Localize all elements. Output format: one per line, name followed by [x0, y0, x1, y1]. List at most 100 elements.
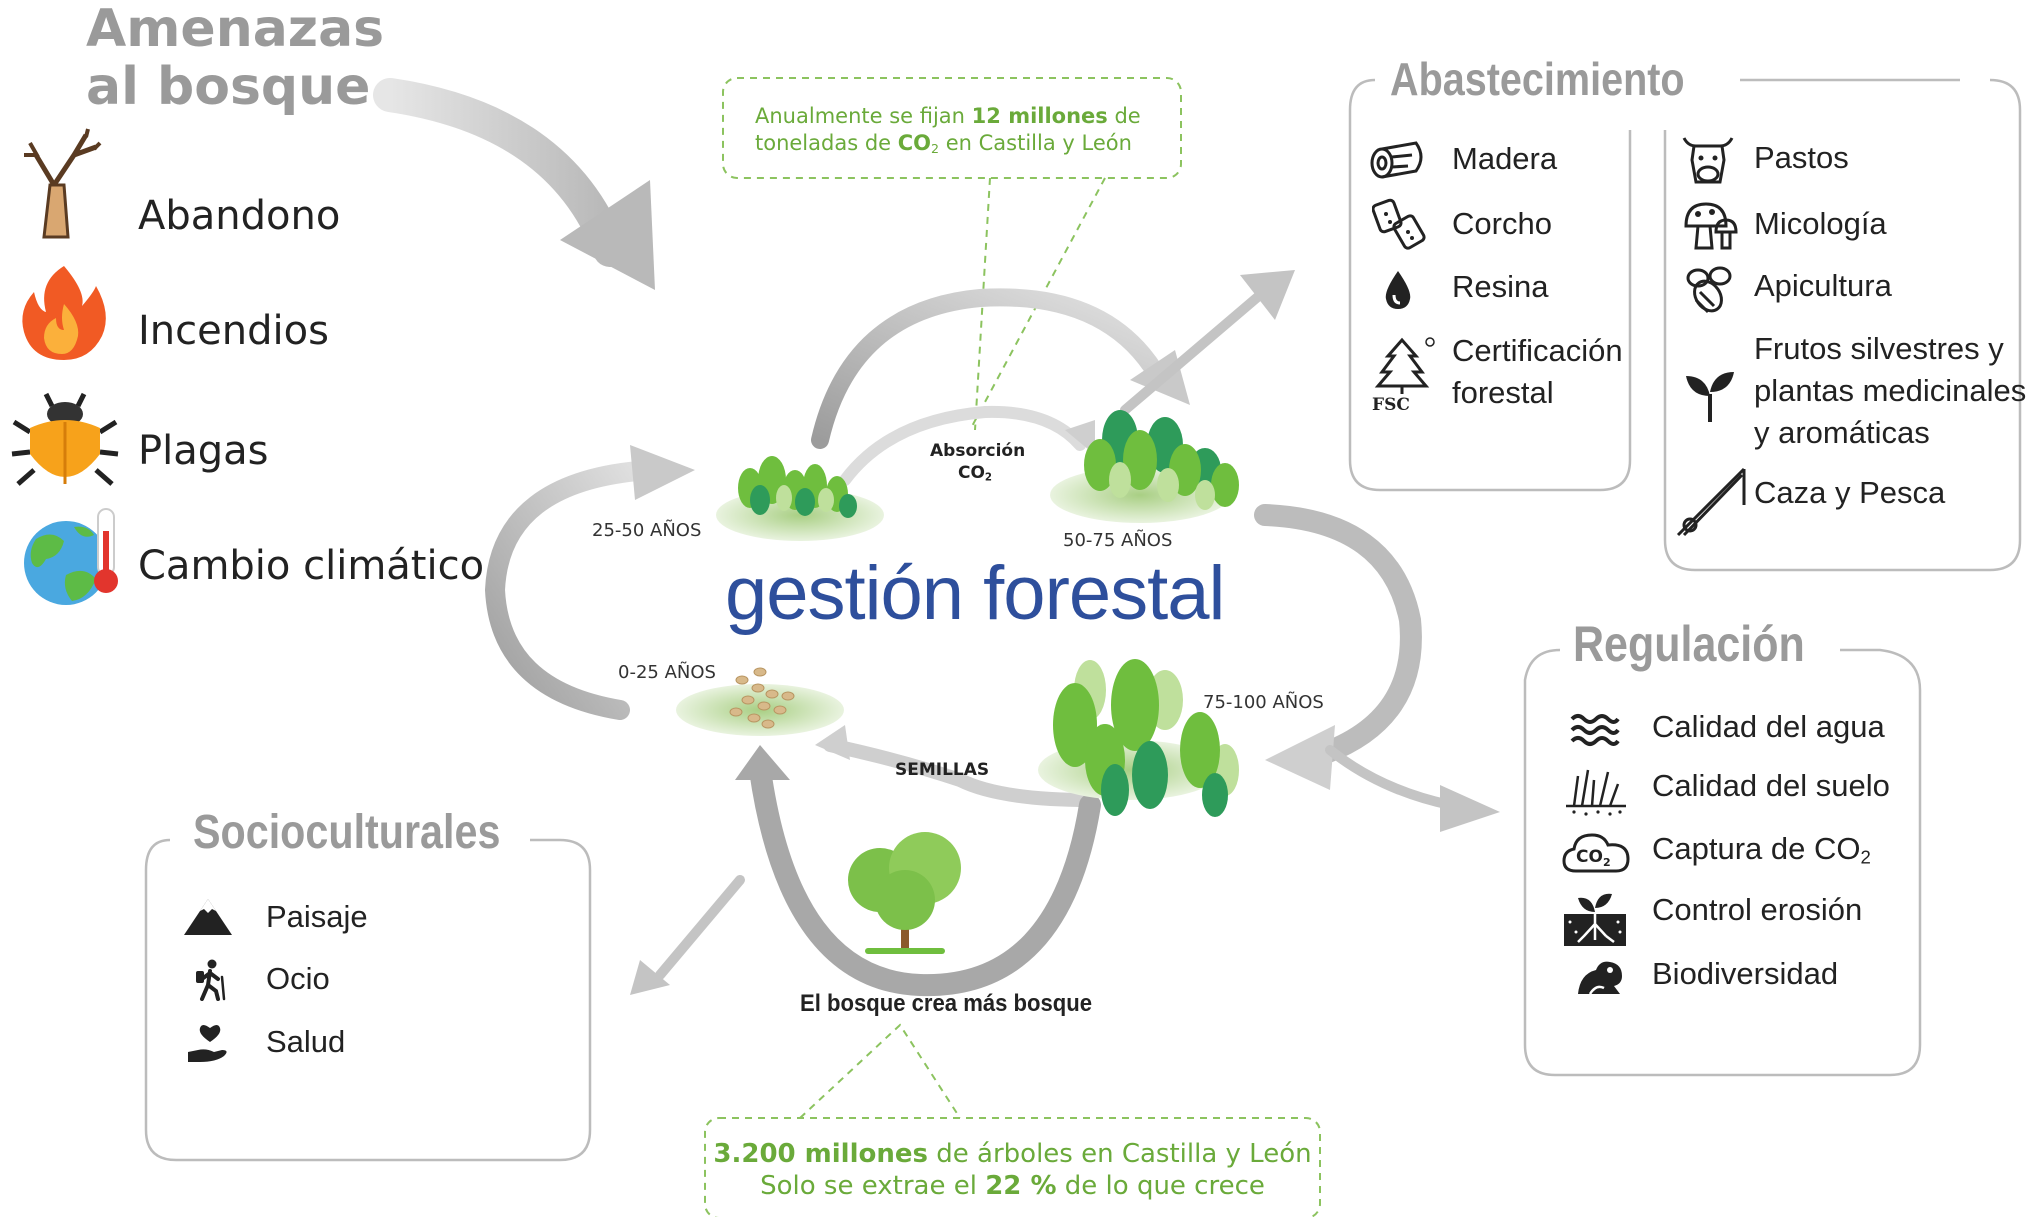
supply-label-madera: Madera — [1452, 141, 1558, 176]
threat-item-abandono: Abandono — [10, 125, 490, 240]
regulation-box — [1523, 648, 1922, 1077]
supply-title: Abastecimiento — [1390, 53, 1685, 105]
outward-arrows — [630, 270, 1500, 995]
threat-label-cambio-climatico: Cambio climático — [138, 543, 485, 589]
regulation-item-co2: CO2 Captura de CO2 — [1560, 825, 1900, 883]
co2-note-box — [722, 77, 1182, 179]
age-label-75-100: 75-100 AÑOS — [1203, 692, 1324, 713]
threat-arrow — [373, 78, 655, 290]
supply-item-frutos: Frutos silvestres y plantas medicinales … — [1680, 328, 2026, 458]
supply-label-frutos-1: Frutos silvestres y — [1754, 331, 2004, 366]
socio-label-paisaje: Paisaje — [266, 899, 368, 934]
co2-note-pointer — [969, 177, 1106, 431]
supply-label-micologia: Micología — [1754, 206, 1887, 241]
mature-forest — [1053, 659, 1239, 817]
bee-icon — [1686, 266, 1732, 314]
supply-label-certificacion: Certificación forestal — [1452, 330, 1623, 414]
socio-item-ocio: Ocio — [182, 955, 542, 1005]
co2-cloud-sub: 2 — [1603, 856, 1611, 869]
earth-thermometer-icon — [24, 508, 118, 605]
supply-label-frutos-3: y aromáticas — [1754, 415, 1930, 450]
seeds — [729, 667, 795, 729]
co2-cloud-icon: CO2 — [1562, 833, 1630, 873]
regulation-label-co2: Captura de CO2 — [1652, 831, 1871, 869]
threat-label-plagas: Plagas — [138, 428, 269, 474]
trees-note-pointer — [799, 1023, 961, 1119]
supply-item-caza-pesca: Caza y Pesca — [1672, 465, 2002, 540]
threats-title-line1: Amenazas — [86, 0, 385, 59]
threat-item-incendios: Incendios — [10, 262, 490, 362]
mountain-icon — [184, 899, 232, 935]
supply-label-frutos-2: plantas medicinales — [1754, 373, 2027, 408]
threat-label-abandono: Abandono — [138, 193, 341, 239]
supply-box-right — [1663, 78, 2022, 572]
co2-note-line2: toneladas de CO2 en Castilla y León — [755, 130, 1141, 162]
trees-note: 3.200 millones de árboles en Castilla y … — [705, 1138, 1320, 1202]
co2-cloud-text: CO — [1576, 847, 1603, 867]
regulation-label-agua: Calidad del agua — [1652, 709, 1885, 744]
young-trees — [738, 456, 857, 518]
supply-label-apicultura: Apicultura — [1754, 268, 1892, 303]
frog-icon — [1578, 961, 1622, 995]
single-tree — [848, 832, 961, 954]
socio-label-ocio: Ocio — [266, 961, 330, 996]
fsc-badge: FSC — [1372, 395, 1410, 414]
threat-item-cambio-climatico: Cambio climático — [10, 505, 490, 610]
socio-box — [144, 838, 592, 1162]
co2-note-line1: Anualmente se fijan 12 millones de — [755, 103, 1141, 130]
age-label-50-75: 50-75 AÑOS — [1063, 530, 1173, 551]
water-waves-icon — [1570, 714, 1620, 746]
mushroom-icon — [1684, 202, 1738, 250]
socio-item-salud: Salud — [182, 1018, 542, 1068]
regulation-item-agua: Calidad del agua — [1560, 705, 1900, 755]
supply-item-corcho: Corcho — [1368, 198, 1628, 253]
sprout-icon — [1686, 372, 1734, 422]
supply-box-left — [1348, 78, 1632, 492]
age-label-25-50: 25-50 AÑOS — [592, 520, 702, 541]
soil-grass-icon — [1566, 769, 1626, 816]
co2-note-sub: 2 — [931, 141, 940, 157]
dead-tree-icon — [24, 128, 102, 239]
trees-note-bold1: 3.200 millones — [713, 1139, 928, 1169]
supply-label-caza-pesca: Caza y Pesca — [1754, 475, 1946, 510]
supply-label-corcho: Corcho — [1452, 206, 1552, 241]
supply-label-certificacion-1: Certificación — [1452, 333, 1623, 368]
absorption-co2: CO2 — [930, 462, 1020, 490]
absorption-co: CO — [957, 463, 985, 483]
supply-label-resina: Resina — [1452, 269, 1549, 304]
regulation-title: Regulación — [1573, 616, 1805, 672]
roots-plant-icon — [1564, 893, 1626, 946]
absorption-label: Absorción CO2 — [930, 440, 1025, 490]
fire-icon — [22, 266, 106, 360]
threats-title: Amenazas al bosque — [86, 0, 384, 116]
trees-note-rest1: de árboles en Castilla y León — [928, 1139, 1312, 1169]
absorption-sub: 2 — [984, 472, 993, 484]
cork-icon — [1372, 198, 1426, 250]
regulation-item-erosion: Control erosión — [1560, 882, 1900, 950]
co2-note-mid: de — [1107, 104, 1141, 128]
supply-item-resina: Resina — [1368, 265, 1628, 315]
supply-label-frutos: Frutos silvestres y plantas medicinales … — [1754, 328, 2026, 454]
bug-icon — [11, 392, 119, 486]
co2-note-prefix: Anualmente se fijan — [755, 104, 972, 128]
regulation-label-erosion: Control erosión — [1652, 892, 1863, 927]
center-title: gestión forestal — [725, 551, 1225, 636]
fishing-rod-icon — [1676, 467, 1746, 537]
socio-item-paisaje: Paisaje — [182, 893, 542, 943]
co2-note-line2a: toneladas de — [755, 131, 898, 155]
trees-note-rest2: de lo que crece — [1056, 1171, 1265, 1201]
trees-note-line2: Solo se extrae el 22 % de lo que crece — [705, 1170, 1320, 1202]
regulation-label-suelo: Calidad del suelo — [1652, 768, 1890, 803]
regulation-label-biodiversidad: Biodiversidad — [1652, 956, 1839, 991]
threat-label-incendios: Incendios — [138, 308, 329, 354]
threat-item-plagas: Plagas — [10, 392, 490, 492]
co2-note-co: CO — [897, 131, 932, 155]
trees-note-bold2: 22 % — [985, 1171, 1057, 1201]
fsc-icon: FSC — [1372, 337, 1435, 414]
socio-title: Socioculturales — [193, 806, 501, 859]
cycle-arrows — [484, 288, 1422, 997]
resin-drop-icon — [1385, 271, 1411, 309]
co2-note-line2b: en Castilla y León — [939, 131, 1132, 155]
regulation-label-co2-sub: 2 — [1860, 846, 1871, 868]
